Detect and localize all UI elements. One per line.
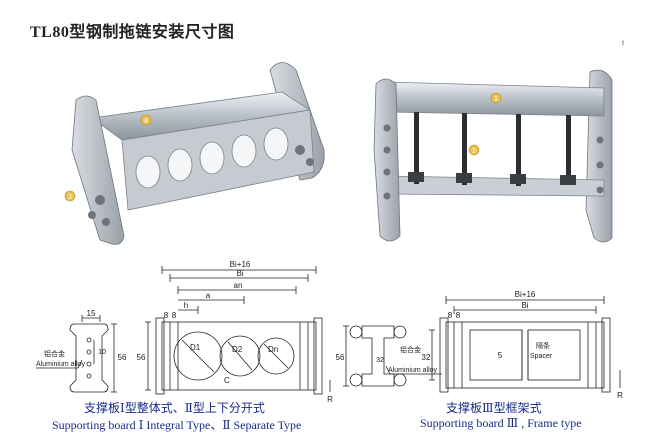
d2-R: R [617, 391, 623, 400]
d2-caption-cn: 支撑板Ⅲ型框架式 [446, 401, 542, 415]
d1-8b: 8 [172, 311, 177, 320]
illustration-frame-type: 1 2 [373, 69, 613, 243]
d1-D1: D1 [190, 343, 201, 352]
drawing1-front-view: Bi+16 Bi an a h 8 8 D1 [137, 260, 334, 404]
d2-height: 32 [422, 353, 431, 362]
d1-h: h [184, 301, 188, 310]
d2-material-en: Aluminium alloy [388, 367, 438, 374]
drawing2-front-view: Bi+16 Bi 8 8 5 隔条 Spacer 32 R [422, 290, 624, 400]
marker-1: 1 [494, 96, 498, 103]
d1-height: 56 [137, 353, 146, 362]
corner-mark: t [622, 38, 625, 47]
d1-side-top-dim: 15 [87, 309, 96, 318]
d1-caption-en: Supporting board Ⅰ Integral Type、Ⅱ Separ… [52, 418, 302, 432]
d2-spacer-cn: 隔条 [536, 341, 550, 350]
d2-spacer-en: Spacer [530, 353, 553, 360]
marker-4: 4 [144, 118, 148, 125]
marker-2: 2 [472, 148, 476, 155]
marker-3: 3 [68, 194, 72, 201]
d2-gap: 5 [498, 351, 503, 360]
d1-bi: Bi [236, 269, 243, 278]
d1-material-cn: 铝合金 [44, 349, 65, 358]
d2-bi16: Bi+16 [515, 290, 536, 299]
drawing2-side-view: 56 32 铝合金 Aluminium alloy [336, 325, 442, 387]
product-illustrations: 4 3 [64, 62, 613, 245]
d1-a: a [206, 291, 211, 300]
d1-an: an [234, 281, 243, 290]
drawing1-side-view: 15 56 10 铝合金 Aluminium alloy [36, 309, 127, 393]
d2-material-cn: 铝合金 [400, 345, 421, 354]
d2-side-height: 56 [336, 353, 345, 362]
d2-side-inner: 32 [376, 357, 384, 364]
d1-side-height: 56 [118, 353, 127, 362]
d2-8a: 8 [448, 311, 453, 320]
d1-side-inner: 10 [98, 349, 106, 356]
technical-drawings: 15 56 10 铝合金 Aluminium alloy Bi+16 Bi an [36, 260, 624, 404]
d2-bi: Bi [521, 301, 528, 310]
page-title: TL80型钢制拖链安装尺寸图 [30, 24, 235, 41]
illustration-integral-type: 4 3 [64, 62, 325, 245]
d1-D2: D2 [232, 345, 243, 354]
d1-material-en: Aluminium alloy [36, 361, 86, 368]
d2-8b: 8 [456, 311, 461, 320]
d1-Dn: Dn [268, 345, 278, 354]
d1-C: C [224, 376, 230, 385]
d1-bi16: Bi+16 [230, 260, 251, 269]
d1-8a: 8 [164, 311, 169, 320]
d2-caption-en: Supporting board Ⅲ , Frame type [420, 416, 582, 430]
d1-caption-cn: 支撑板Ⅰ型整体式、Ⅱ型上下分开式 [84, 401, 265, 415]
d1-R: R [327, 395, 333, 404]
